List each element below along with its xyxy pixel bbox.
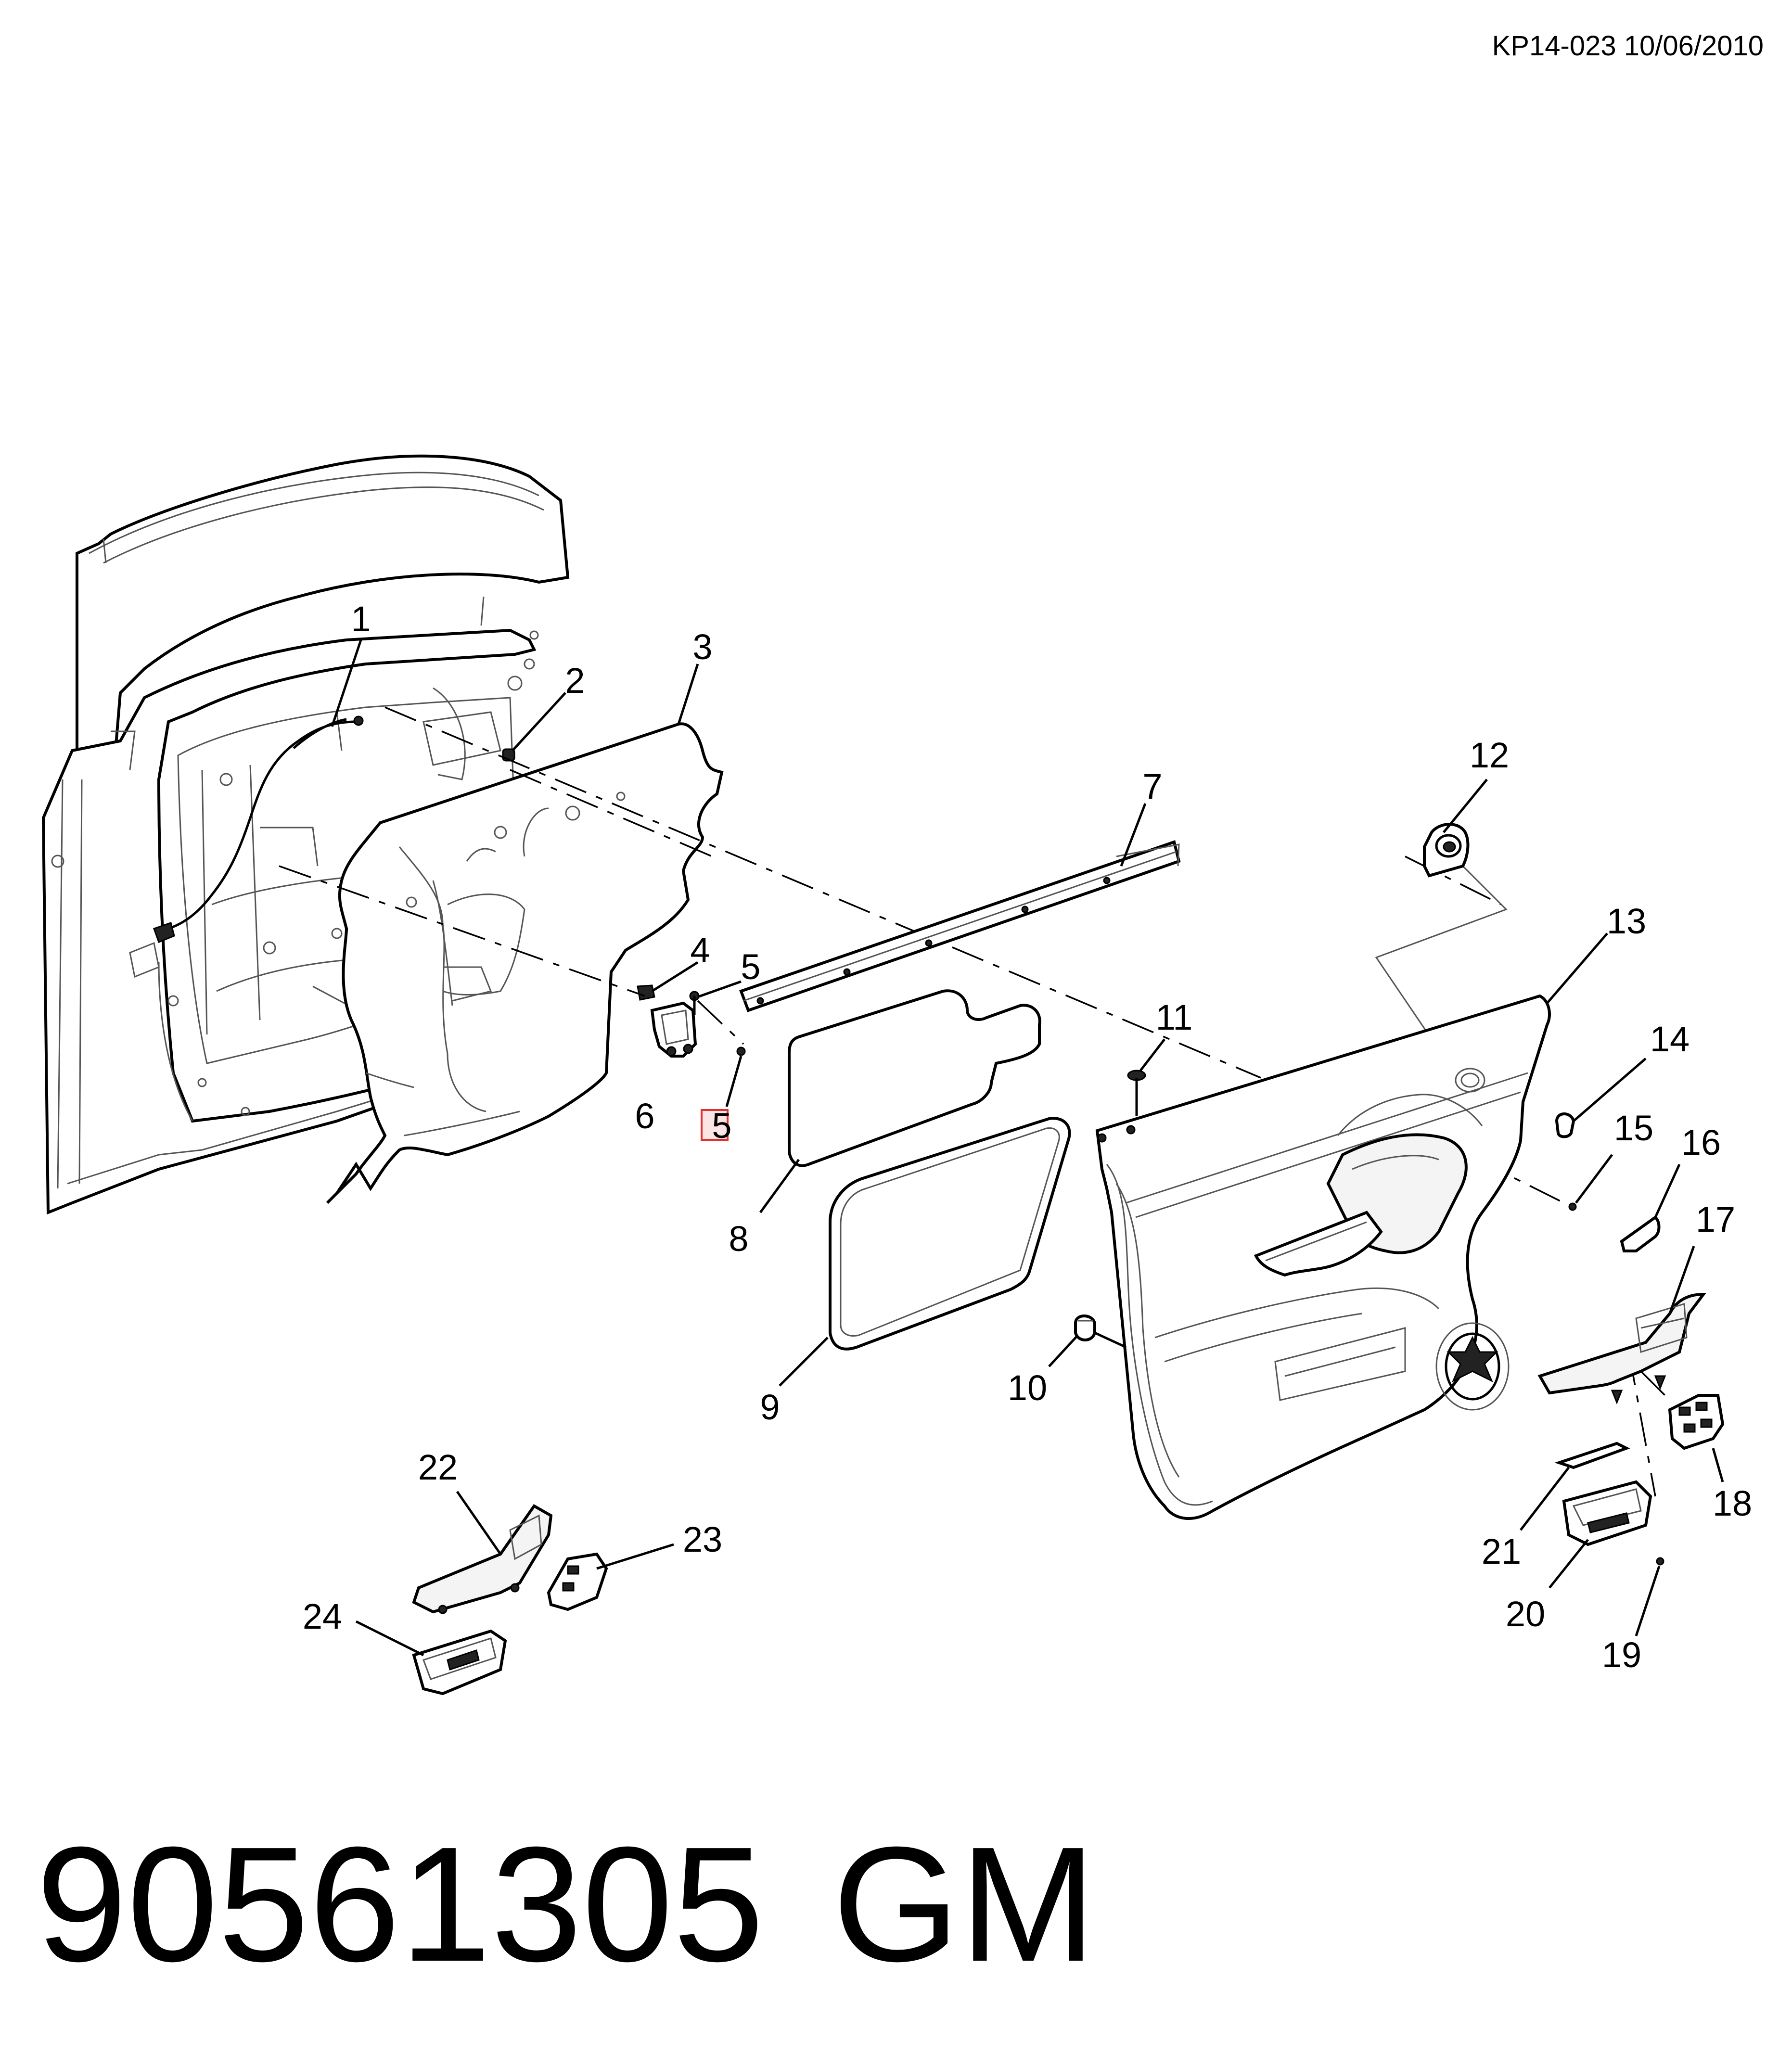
leader-14 [1573, 1058, 1647, 1122]
part-4-clip [637, 984, 655, 1001]
leader-21 [1520, 1467, 1570, 1531]
leader-8 [759, 1159, 800, 1213]
leader-11 [1139, 1038, 1165, 1072]
part-12-tweeter-speaker [1423, 823, 1470, 878]
part-22-switch-bezel [412, 1504, 553, 1614]
part-number: 90561305 [36, 1813, 764, 1996]
leader-16 [1654, 1163, 1681, 1218]
callout-24: 24 [303, 1596, 342, 1636]
callout-4: 4 [690, 930, 710, 970]
part-17-window-switch-bezel [1537, 1292, 1707, 1405]
part-19-screw [1656, 1557, 1664, 1566]
callout-17: 17 [1696, 1199, 1735, 1239]
leader-4 [651, 961, 699, 993]
leader-19 [1635, 1566, 1661, 1636]
leader-5a [697, 980, 742, 998]
part-9-sound-insulator [829, 1117, 1071, 1351]
callout-5-lower: 5 [712, 1106, 731, 1146]
part-6-bracket [650, 1001, 697, 1058]
part-14-clip [1555, 1112, 1575, 1138]
callout-22: 22 [418, 1447, 458, 1487]
leader-9 [779, 1337, 829, 1387]
leader-1 [331, 639, 362, 727]
callout-19: 19 [1602, 1635, 1641, 1675]
leader-3 [677, 663, 699, 725]
callout-2: 2 [565, 661, 585, 701]
leader-17 [1668, 1246, 1695, 1314]
brand: GM [832, 1813, 1096, 1996]
callout-15: 15 [1614, 1108, 1653, 1148]
part-15-screw [1568, 1202, 1577, 1211]
callout-1: 1 [351, 599, 371, 639]
leader-10-panel [1094, 1331, 1127, 1349]
callout-14: 14 [1650, 1019, 1690, 1059]
callout-6: 6 [635, 1096, 654, 1136]
callout-12: 12 [1470, 735, 1509, 775]
leader-12 [1443, 778, 1488, 833]
callout-13: 13 [1607, 901, 1646, 941]
leader-5b [725, 1056, 742, 1107]
part-20-switch-housing [1562, 1480, 1652, 1546]
part-18-window-switch [1668, 1394, 1725, 1450]
diagram-reference: KP14-023 10/06/2010 [1492, 30, 1764, 62]
part-11-push-pin [1127, 1070, 1146, 1116]
leader-20 [1549, 1539, 1589, 1589]
part-7-window-sealing-strip [739, 840, 1181, 1012]
part-1-door-release-cable [153, 715, 364, 943]
callout-16: 16 [1681, 1123, 1721, 1162]
leader-15 [1575, 1154, 1613, 1204]
leader-10 [1048, 1334, 1079, 1367]
part-5-screw-lower [736, 1046, 746, 1056]
callout-7: 7 [1142, 766, 1162, 806]
leader-18 [1712, 1448, 1724, 1482]
part-13-door-trim-panel [1095, 994, 1551, 1520]
leader-13 [1546, 932, 1608, 1004]
callout-9: 9 [760, 1387, 780, 1427]
leader-2 [512, 692, 566, 752]
part-8-sound-insulator [788, 989, 1041, 1167]
part-24-switch-housing [412, 1629, 507, 1696]
leader-24 [355, 1620, 424, 1657]
part-23-switch [547, 1552, 608, 1611]
part-21-switch-pad [1554, 1442, 1630, 1469]
callout-11: 11 [1156, 997, 1193, 1037]
callout-8: 8 [729, 1219, 748, 1259]
callout-18: 18 [1713, 1483, 1752, 1523]
part-3-water-deflector [326, 722, 724, 1204]
callout-21: 21 [1482, 1531, 1521, 1571]
callout-10: 10 [1008, 1368, 1047, 1408]
callout-20: 20 [1506, 1594, 1545, 1634]
speaker-bracket-line [1375, 855, 1508, 1093]
callout-23: 23 [683, 1519, 722, 1559]
callout-5-upper: 5 [741, 947, 760, 987]
callout-3: 3 [692, 627, 712, 667]
callout-5-highlight [701, 1109, 729, 1141]
part-16-trim-cover [1620, 1215, 1661, 1252]
leader-7 [1120, 803, 1147, 867]
leader-23 [596, 1543, 674, 1570]
leader-22 [456, 1491, 502, 1555]
